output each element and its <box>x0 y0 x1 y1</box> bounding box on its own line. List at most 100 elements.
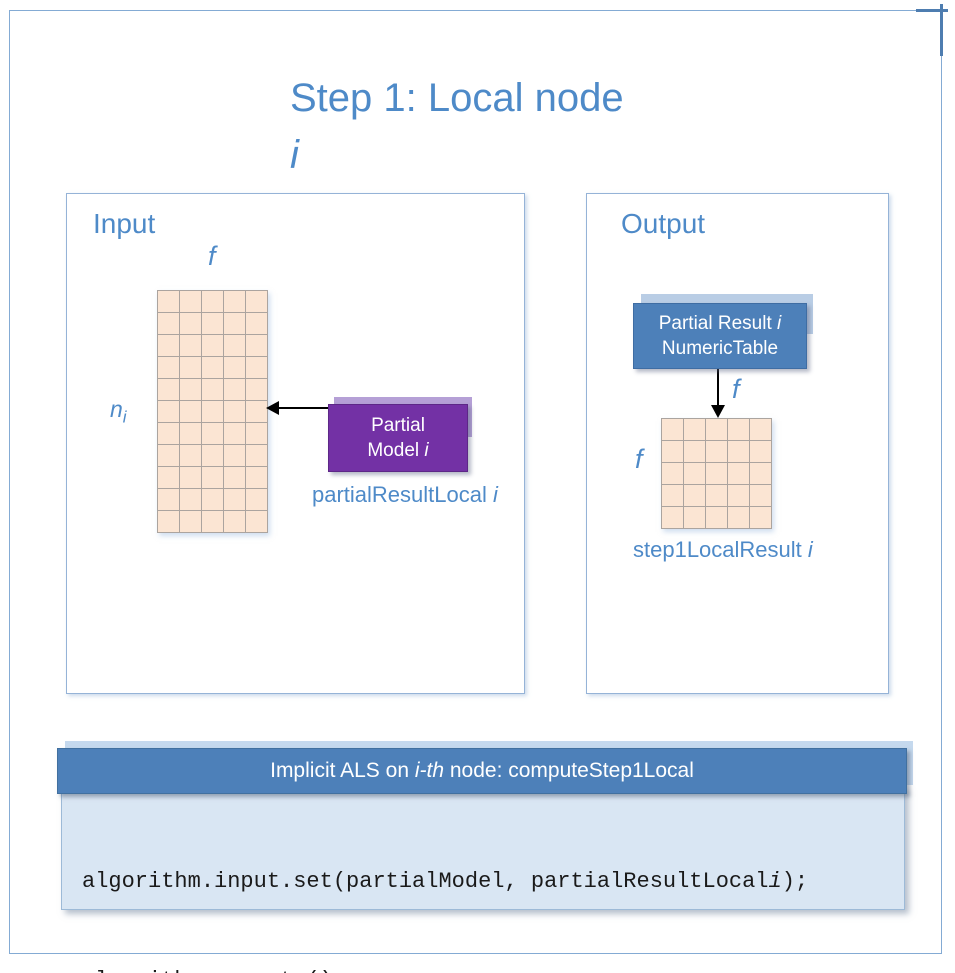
matrix-cell <box>202 291 223 312</box>
matrix-cell <box>684 419 705 440</box>
matrix-cell <box>706 463 727 484</box>
matrix-cell <box>750 485 771 506</box>
matrix-cell <box>224 489 245 510</box>
output-columns-label-f: f <box>732 374 740 404</box>
matrix-cell <box>706 485 727 506</box>
slide-title: Step 1: Local node i <box>290 70 624 184</box>
partial-model-arrow <box>266 401 330 415</box>
matrix-cell <box>180 489 201 510</box>
matrix-cell <box>202 335 223 356</box>
matrix-cell <box>246 511 267 532</box>
input-panel: Input f ni Partial Model i partialResult… <box>66 193 525 694</box>
matrix-cell <box>246 335 267 356</box>
matrix-cell <box>180 401 201 422</box>
matrix-cell <box>246 313 267 334</box>
matrix-cell <box>246 379 267 400</box>
matrix-cell <box>224 423 245 444</box>
arrow-shaft <box>275 407 330 409</box>
input-rows-label-ni: ni <box>110 396 127 427</box>
code-block: algorithm.input.set(partialModel, partia… <box>82 799 808 973</box>
matrix-cell <box>662 419 683 440</box>
matrix-cell <box>662 463 683 484</box>
partial-result-box-line1: Partial Result i <box>658 313 782 334</box>
code-header-title: Implicit ALS on i-th node: computeStep1L… <box>270 759 694 782</box>
frame-right-line <box>941 4 942 954</box>
matrix-cell <box>728 463 749 484</box>
matrix-cell <box>750 463 771 484</box>
matrix-cell <box>246 489 267 510</box>
matrix-cell <box>224 511 245 532</box>
matrix-cell <box>224 401 245 422</box>
frame-bottom-line <box>9 953 942 954</box>
matrix-cell <box>180 423 201 444</box>
code-line-2: algorithm.compute(); <box>82 964 808 973</box>
matrix-cell <box>750 419 771 440</box>
code-line-1: algorithm.input.set(partialModel, partia… <box>82 869 809 894</box>
matrix-cell <box>224 467 245 488</box>
matrix-cell <box>202 313 223 334</box>
output-panel-label: Output <box>621 208 706 239</box>
matrix-cell <box>246 423 267 444</box>
matrix-cell <box>728 419 749 440</box>
arrow-head-left-icon <box>266 401 279 415</box>
matrix-cell <box>224 357 245 378</box>
partial-result-box-line2: NumericTable <box>661 338 779 359</box>
matrix-cell <box>706 419 727 440</box>
arrow-shaft <box>717 367 719 407</box>
matrix-cell <box>180 445 201 466</box>
frame-top-line <box>9 10 948 11</box>
matrix-cell <box>224 291 245 312</box>
frame-corner-accent-horizontal <box>916 9 948 12</box>
matrix-cell <box>706 441 727 462</box>
output-panel: Output Partial Result i NumericTable f f… <box>586 193 889 694</box>
matrix-cell <box>246 445 267 466</box>
matrix-cell <box>180 291 201 312</box>
input-caption-partialresultlocal: partialResultLocal i <box>312 482 498 507</box>
partial-model-box-line2: Model i <box>367 440 429 461</box>
matrix-cell <box>158 511 179 532</box>
matrix-cell <box>728 441 749 462</box>
matrix-cell <box>246 291 267 312</box>
matrix-cell <box>684 463 705 484</box>
code-header-bar: Implicit ALS on i-th node: computeStep1L… <box>57 748 907 794</box>
matrix-cell <box>202 489 223 510</box>
frame-left-line <box>9 10 10 954</box>
input-panel-label: Input <box>93 208 156 239</box>
output-rows-label-f: f <box>635 444 643 474</box>
matrix-cell <box>246 467 267 488</box>
matrix-cell <box>158 401 179 422</box>
matrix-cell <box>224 445 245 466</box>
matrix-cell <box>224 379 245 400</box>
input-columns-label-f: f <box>208 241 216 271</box>
output-result-grid <box>661 418 772 529</box>
output-caption-step1localresult: step1LocalResult i <box>633 537 813 562</box>
input-numeric-table-grid <box>157 290 268 533</box>
matrix-cell <box>246 357 267 378</box>
matrix-cell <box>246 401 267 422</box>
matrix-cell <box>202 511 223 532</box>
matrix-cell <box>662 485 683 506</box>
matrix-cell <box>684 485 705 506</box>
matrix-cell <box>202 357 223 378</box>
matrix-cell <box>706 507 727 528</box>
matrix-cell <box>662 507 683 528</box>
arrow-head-down-icon <box>711 405 725 418</box>
matrix-cell <box>202 379 223 400</box>
slide-title-line2: i <box>290 133 299 177</box>
matrix-cell <box>158 489 179 510</box>
matrix-cell <box>224 335 245 356</box>
matrix-cell <box>750 507 771 528</box>
matrix-cell <box>158 335 179 356</box>
result-to-grid-arrow <box>711 367 725 418</box>
matrix-cell <box>202 401 223 422</box>
matrix-cell <box>158 379 179 400</box>
frame-corner-accent-vertical <box>940 4 943 56</box>
matrix-cell <box>202 423 223 444</box>
matrix-cell <box>662 441 683 462</box>
matrix-cell <box>180 313 201 334</box>
matrix-cell <box>224 313 245 334</box>
matrix-cell <box>158 423 179 444</box>
matrix-cell <box>728 507 749 528</box>
partial-model-box: Partial Model i <box>328 404 468 472</box>
